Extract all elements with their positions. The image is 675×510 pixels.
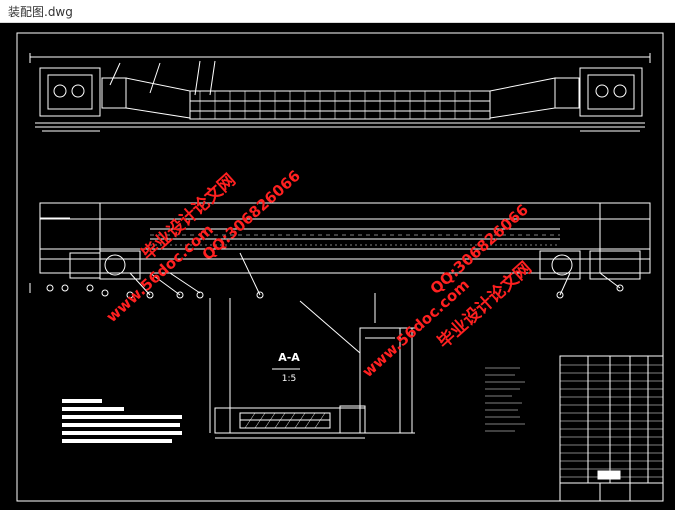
balloon-9 — [256, 291, 264, 299]
balloon-11 — [616, 284, 624, 292]
balloon-3 — [86, 284, 94, 292]
elevation-view — [29, 53, 651, 132]
title-block-fill — [597, 470, 621, 480]
balloon-7 — [176, 291, 184, 299]
balloon-4 — [101, 289, 109, 297]
title-bar: 装配图.dwg — [0, 0, 675, 23]
spec-lines — [485, 367, 525, 432]
balloon-2 — [61, 284, 69, 292]
tech-requirements-block — [62, 399, 182, 443]
section-label: A-A — [278, 351, 300, 364]
plan-chain-dots — [150, 234, 560, 246]
balloon-6 — [146, 291, 154, 299]
elevation-chain-links — [199, 91, 471, 119]
balloon-5 — [126, 291, 134, 299]
title-block — [559, 355, 664, 502]
section-scale: 1:5 — [282, 374, 296, 384]
balloon-8 — [196, 291, 204, 299]
drawing-border — [16, 32, 664, 502]
balloon-1 — [46, 284, 54, 292]
section-hatch — [244, 412, 326, 429]
balloon-10 — [556, 291, 564, 299]
window-title: 装配图.dwg — [8, 4, 73, 19]
cad-drawing: A-A 1:5 毕业设计论文网 QQ:306826066 www.56doc.c… — [16, 32, 664, 502]
drawing-canvas[interactable]: A-A 1:5 毕业设计论文网 QQ:306826066 www.56doc.c… — [0, 23, 675, 510]
plan-view — [29, 202, 651, 296]
